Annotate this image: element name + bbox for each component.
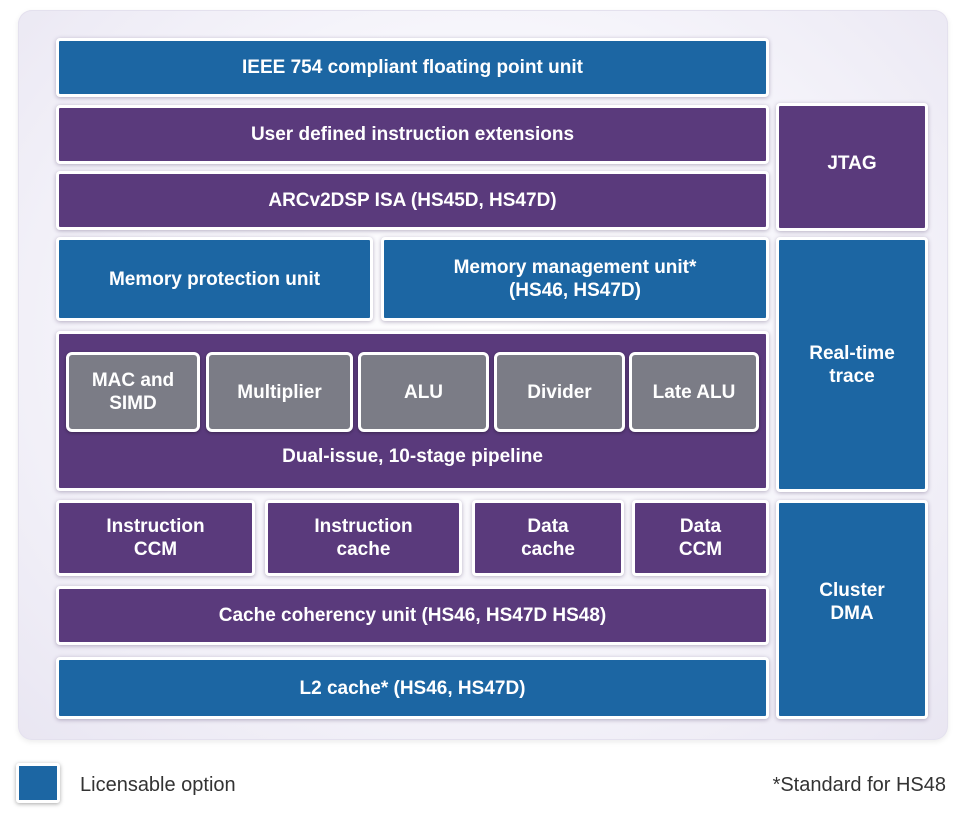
data-ccm-line2: CCM (678, 539, 723, 560)
alu-label: ALU (403, 381, 444, 403)
mac-simd-line1: MAC and (91, 370, 175, 391)
memory-management-unit-line1: Memory management unit* (453, 257, 697, 278)
multiplier-unit: Multiplier (206, 352, 353, 432)
footnote: *Standard for HS48 (772, 774, 946, 796)
l2-cache-block: L2 cache* (HS46, HS47D) (56, 657, 769, 719)
late-alu-label: Late ALU (652, 381, 736, 403)
data-cache-line2: cache (521, 539, 575, 560)
real-time-trace-line1: Real-time (809, 343, 895, 364)
jtag-block: JTAG (776, 103, 928, 231)
instruction-ccm-line2: CCM (133, 539, 178, 560)
cluster-dma-block: Cluster DMA (776, 500, 928, 719)
cluster-dma-line2: DMA (830, 603, 874, 624)
divider-label: Divider (527, 381, 592, 403)
jtag-label: JTAG (827, 153, 877, 174)
real-time-trace-line2: trace (829, 366, 875, 387)
instruction-ccm-line1: Instruction (106, 516, 205, 537)
memory-management-unit-block: Memory management unit* (HS46, HS47D) (381, 237, 769, 321)
instruction-cache-line1: Instruction (314, 516, 413, 537)
user-instruction-extensions-block: User defined instruction extensions (56, 105, 769, 164)
memory-management-unit-line2: (HS46, HS47D) (508, 280, 641, 301)
instruction-cache-block: Instruction cache (265, 500, 462, 576)
cluster-dma-line1: Cluster (819, 580, 885, 601)
data-cache-block: Data cache (472, 500, 624, 576)
divider-unit: Divider (494, 352, 625, 432)
memory-protection-unit-block: Memory protection unit (56, 237, 373, 321)
cache-coherency-unit-block: Cache coherency unit (HS46, HS47D HS48) (56, 586, 769, 645)
mac-simd-line2: SIMD (109, 393, 157, 414)
late-alu-unit: Late ALU (629, 352, 759, 432)
mac-simd-unit: MAC and SIMD (66, 352, 200, 432)
cache-coherency-unit-label: Cache coherency unit (HS46, HS47D HS48) (218, 605, 607, 626)
legend-swatch (16, 763, 60, 803)
data-cache-line1: Data (527, 516, 569, 537)
floating-point-unit-block: IEEE 754 compliant floating point unit (56, 38, 769, 97)
memory-protection-unit-label: Memory protection unit (108, 268, 321, 290)
data-ccm-line1: Data (679, 516, 722, 537)
dsp-isa-label: ARCv2DSP ISA (HS45D, HS47D) (268, 190, 557, 211)
data-ccm-block: Data CCM (632, 500, 769, 576)
instruction-cache-line2: cache (336, 539, 391, 560)
pipeline-label: Dual-issue, 10-stage pipeline (282, 446, 543, 467)
l2-cache-label: L2 cache* (HS46, HS47D) (299, 677, 526, 699)
dsp-isa-block: ARCv2DSP ISA (HS45D, HS47D) (56, 171, 769, 230)
instruction-ccm-block: Instruction CCM (56, 500, 255, 576)
legend-label: Licensable option (80, 774, 236, 796)
real-time-trace-block: Real-time trace (776, 237, 928, 492)
alu-unit: ALU (358, 352, 489, 432)
floating-point-unit-label: IEEE 754 compliant floating point unit (242, 57, 583, 78)
memory-management-unit-label: Memory management unit* (HS46, HS47D) (454, 256, 697, 302)
multiplier-label: Multiplier (237, 381, 322, 403)
user-instruction-extensions-label: User defined instruction extensions (250, 124, 575, 145)
